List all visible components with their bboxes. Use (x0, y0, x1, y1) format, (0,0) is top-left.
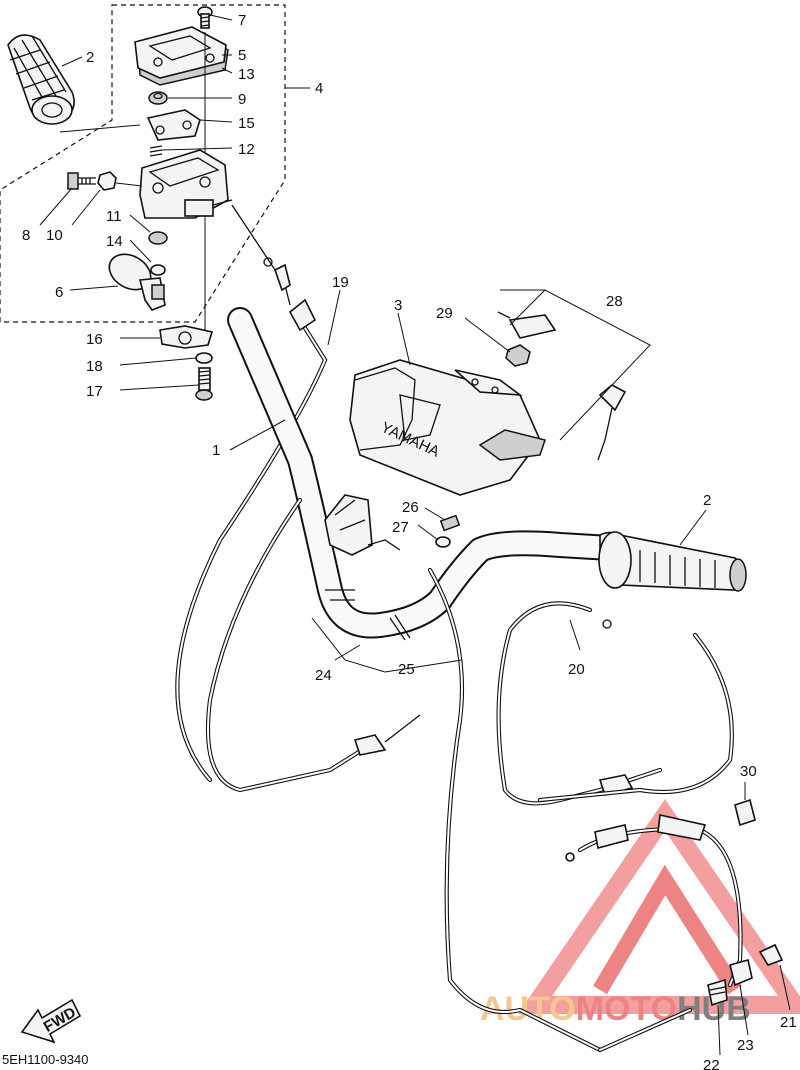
screw-26 (439, 514, 461, 532)
callout-29: 29 (436, 305, 453, 322)
nut-10 (97, 171, 117, 191)
callout-2-right: 2 (703, 492, 711, 509)
clip-30 (734, 798, 756, 827)
screw-7 (197, 6, 213, 29)
callout-24: 24 (315, 667, 332, 684)
callout-12: 12 (238, 141, 255, 158)
callout-20: 20 (568, 661, 585, 678)
cable-right-loop (537, 632, 734, 803)
watermark-auto: AUTO (480, 990, 576, 1028)
callout-14: 14 (106, 233, 123, 250)
right-grip (598, 531, 747, 592)
nut-9 (148, 91, 168, 105)
callout-19: 19 (332, 274, 349, 291)
callout-4: 4 (315, 80, 323, 97)
callout-30: 30 (740, 763, 757, 780)
callout-15: 15 (238, 115, 255, 132)
handlebar-cover-3: YAMAHA (349, 359, 546, 496)
clamp-16 (159, 325, 214, 349)
callout-10: 10 (46, 227, 63, 244)
spring-12 (149, 145, 163, 157)
callout-9: 9 (238, 91, 246, 108)
part-28-clip (497, 311, 557, 339)
switch-body (139, 149, 233, 219)
callout-8: 8 (22, 227, 30, 244)
watermark-logo: AUTOMOTOHUB (480, 799, 800, 1028)
callout-26: 26 (402, 499, 419, 516)
throttle-cable-19 (175, 204, 328, 783)
callout-labels: 1 2 2 3 4 5 6 7 8 9 10 11 12 13 14 15 16… (22, 12, 797, 1070)
callout-17: 17 (86, 383, 103, 400)
callout-13: 13 (238, 66, 255, 83)
washer-11 (148, 231, 168, 245)
switch-assembly-outline (0, 4, 286, 323)
left-grip (7, 34, 75, 125)
callout-27: 27 (392, 519, 409, 536)
switch-top-cover (134, 26, 229, 86)
fwd-arrow: FWD (20, 998, 82, 1044)
callout-21: 21 (780, 1014, 797, 1031)
handlebar-1 (227, 307, 623, 641)
callout-6: 6 (55, 284, 63, 301)
nut-29 (505, 344, 531, 367)
bolt-17 (195, 367, 213, 401)
callout-16: 16 (86, 331, 103, 348)
callout-2-left: 2 (86, 49, 94, 66)
callout-28: 28 (606, 293, 623, 310)
callout-1: 1 (212, 442, 220, 459)
callout-5: 5 (238, 47, 246, 64)
callout-3: 3 (394, 297, 402, 314)
part-code: 5EH1100-9340 (2, 1052, 89, 1067)
cable-25 (427, 567, 603, 1053)
cable-20 (496, 601, 663, 806)
leader-lines (39, 14, 791, 1056)
callout-11: 11 (106, 208, 122, 225)
bolt-8 (67, 172, 96, 190)
callout-25: 25 (398, 661, 415, 678)
callout-23: 23 (737, 1037, 754, 1054)
washer-14 (150, 264, 166, 276)
clamp-plate-15 (146, 109, 201, 141)
lower-left-cable (205, 497, 421, 793)
choke-lever-6 (108, 253, 166, 311)
lower-cable-assembly (565, 814, 784, 1053)
washer-27 (435, 536, 451, 548)
callout-22: 22 (703, 1057, 720, 1070)
washer-18 (195, 352, 213, 364)
callout-18: 18 (86, 358, 103, 375)
switch-housing-24 (324, 494, 401, 556)
callout-7: 7 (238, 12, 246, 29)
